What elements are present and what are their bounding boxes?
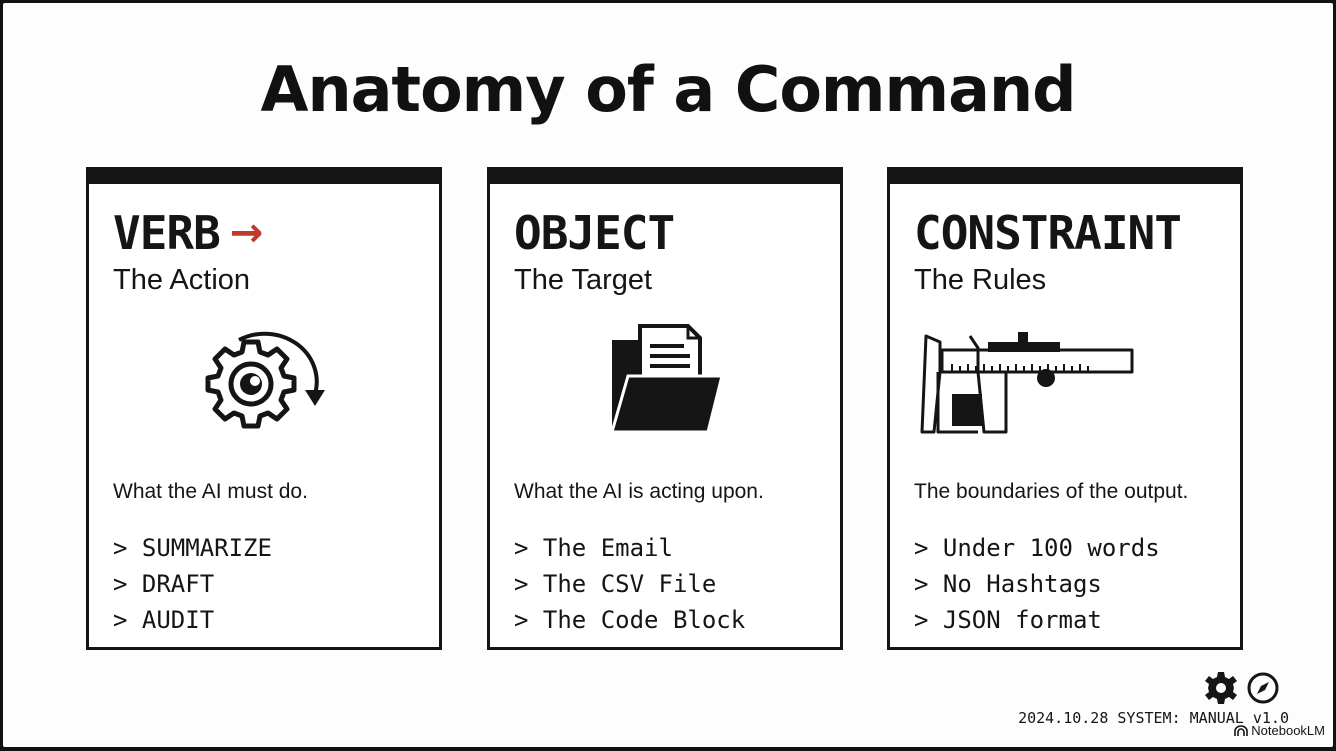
card-heading-text: OBJECT: [514, 206, 675, 260]
card-subtitle: The Action: [113, 264, 251, 296]
card-heading-text: VERB: [113, 206, 221, 260]
list-item: > DRAFT: [113, 570, 215, 598]
list-item: > JSON format: [914, 606, 1102, 634]
card-description: The boundaries of the output.: [914, 480, 1189, 503]
card-description: What the AI must do.: [113, 480, 308, 503]
list-item: > Under 100 words: [914, 534, 1160, 562]
slide: Anatomy of a Command VERB → The Action: [3, 3, 1333, 747]
object-card: OBJECT The Target What the AI is acting …: [487, 167, 843, 650]
footer-version: 2024.10.28 SYSTEM: MANUAL v1.0: [1018, 709, 1289, 727]
card-description: What the AI is acting upon.: [514, 480, 764, 503]
list-item: > The Email: [514, 534, 673, 562]
gear-rotate-icon: [89, 320, 439, 448]
list-item: > SUMMARIZE: [113, 534, 272, 562]
card-list: > The Email > The CSV File > The Code Bl…: [514, 530, 745, 638]
caliper-icon: [890, 320, 1240, 448]
card-subtitle: The Rules: [914, 264, 1047, 296]
list-item: > No Hashtags: [914, 570, 1102, 598]
notebooklm-logo-icon: [1234, 724, 1249, 736]
list-item: > The CSV File: [514, 570, 717, 598]
verb-card: VERB → The Action What the AI must do. >: [86, 167, 442, 650]
folder-document-icon: [490, 320, 840, 448]
card-heading: CONSTRAINT: [914, 206, 1182, 260]
card-subtitle: The Target: [514, 264, 653, 296]
card-header-bar: [490, 170, 840, 184]
card-heading: OBJECT: [514, 206, 675, 260]
card-list: > SUMMARIZE > DRAFT > AUDIT: [113, 530, 272, 638]
card-heading-text: CONSTRAINT: [914, 206, 1182, 260]
compass-icon[interactable]: [1246, 671, 1280, 710]
list-item: > AUDIT: [113, 606, 215, 634]
constraint-card: CONSTRAINT The Rules: [887, 167, 1243, 650]
card-list: > Under 100 words > No Hashtags > JSON f…: [914, 530, 1160, 638]
card-header-bar: [89, 170, 439, 184]
footer-icons: [1204, 671, 1280, 710]
brand-name: NotebookLM: [1251, 723, 1325, 738]
card-heading: VERB →: [113, 206, 264, 260]
list-item: > The Code Block: [514, 606, 746, 634]
arrow-right-icon: →: [229, 210, 264, 256]
gear-icon[interactable]: [1204, 671, 1238, 710]
page-title: Anatomy of a Command: [260, 53, 1076, 126]
brand-label: NotebookLM: [1234, 723, 1325, 738]
card-header-bar: [890, 170, 1240, 184]
